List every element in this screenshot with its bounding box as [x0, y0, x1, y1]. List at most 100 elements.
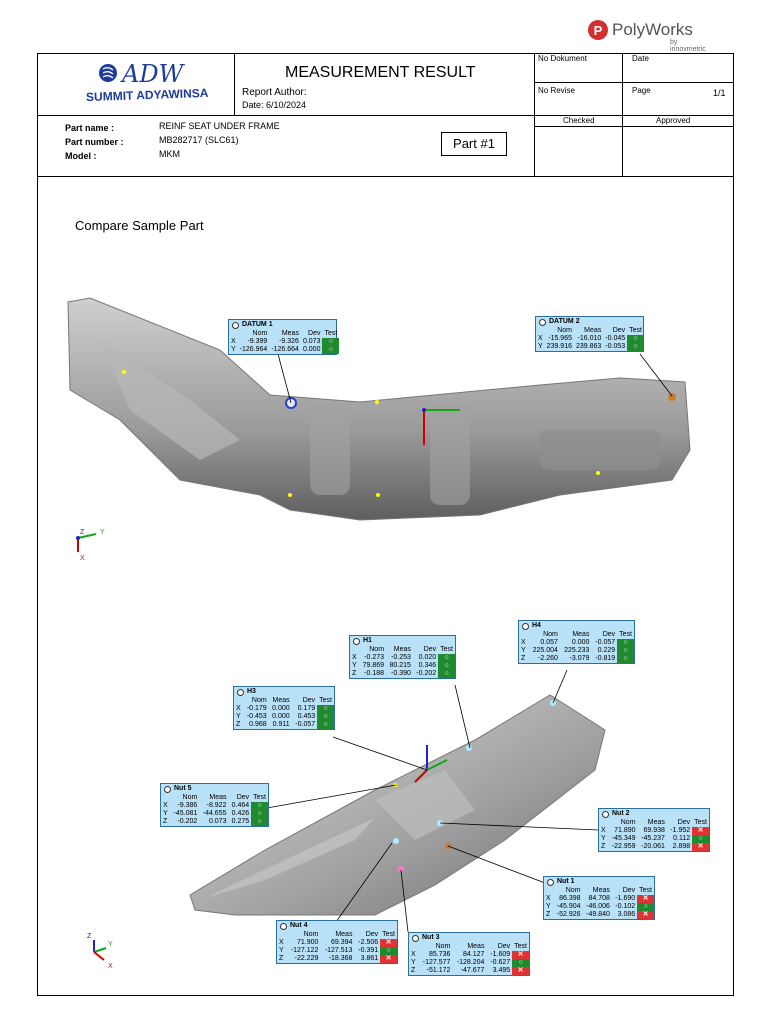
column-header: Meas	[281, 330, 299, 337]
page-label: Page	[632, 86, 651, 95]
column-header: Nom	[251, 697, 267, 704]
value-cell: -2.260	[538, 655, 558, 662]
adw-logo-icon: ADW	[99, 60, 186, 88]
pass-icon: ○	[322, 338, 340, 346]
column-header: Dev	[308, 330, 321, 337]
fail-icon: ✕	[512, 967, 529, 975]
value-cell: -2.506	[358, 939, 379, 946]
column-header: Test	[629, 327, 642, 334]
value-cell: 3.495	[492, 967, 511, 974]
value-cell: -9.326	[279, 338, 299, 345]
svg-text:Z: Z	[87, 933, 92, 940]
value-cell: 225.233	[564, 647, 590, 654]
report-frame: ADW SUMMIT ADYAWINSA MEASUREMENT RESULT …	[37, 53, 734, 996]
value-cell: -22.229	[294, 955, 319, 962]
value-cell: -51.172	[426, 967, 451, 974]
date-label: Date	[632, 54, 649, 63]
value-cell: -52.926	[556, 911, 581, 918]
value-cell: 0.000	[302, 346, 321, 353]
part-render-top	[67, 297, 691, 521]
column-header: Dev	[302, 697, 316, 704]
column-header: Nom	[620, 819, 636, 826]
feature-icon	[237, 688, 244, 696]
part-name-label: Part name :	[65, 123, 115, 133]
axis-label: Y	[279, 947, 284, 954]
value-cell: 71.890	[614, 827, 636, 834]
callout-row: Y-127.577-128.204-0.627○	[409, 959, 529, 967]
column-header: Dev	[423, 646, 437, 653]
pass-icon: ○	[438, 670, 455, 678]
fail-icon: ✕	[692, 827, 709, 835]
axis-label: X	[521, 639, 526, 646]
no-dokument-label: No Dokument	[538, 54, 587, 63]
value-cell: 0.000	[272, 713, 290, 720]
axis-label: Z	[163, 818, 168, 825]
value-cell: 0.464	[231, 802, 250, 809]
feature-icon	[522, 622, 529, 630]
callout-title: Nut 4	[277, 921, 397, 931]
callout-title: Nut 1	[544, 877, 654, 887]
value-cell: 0.112	[673, 835, 691, 842]
value-cell: -126.664	[271, 346, 299, 353]
value-cell: 0.020	[418, 654, 437, 661]
pass-icon: ○	[692, 835, 709, 843]
column-header: Test	[324, 330, 338, 337]
axis-label: Z	[411, 967, 416, 974]
value-cell: 0.000	[272, 705, 290, 712]
axis-triad-top: Z Y X	[76, 529, 105, 562]
axis-label: Z	[352, 670, 357, 677]
value-cell: -0.627	[490, 959, 511, 966]
polyworks-icon: P	[588, 20, 608, 40]
feature-icon	[539, 318, 546, 326]
pass-icon: ○	[617, 639, 634, 647]
feature-icon	[547, 878, 554, 886]
value-cell: 0.000	[571, 639, 590, 646]
value-cell: -0.202	[416, 670, 437, 677]
part-name: REINF SEAT UNDER FRAME	[159, 121, 280, 131]
value-cell: -9.399	[247, 338, 268, 345]
fail-icon: ✕	[380, 955, 397, 963]
part-render-bottom	[189, 694, 606, 916]
value-cell: -47.677	[460, 967, 485, 974]
axis-label: Z	[601, 843, 606, 850]
value-cell: 0.073	[302, 338, 321, 345]
svg-text:Y: Y	[108, 941, 113, 948]
value-cell: -16.010	[577, 335, 602, 342]
axis-label: Y	[352, 662, 357, 669]
value-cell: -0.391	[358, 947, 379, 954]
feature-icon	[353, 637, 360, 645]
value-cell: -44.655	[202, 810, 227, 817]
value-cell: 84.708	[588, 895, 610, 902]
column-header: Test	[639, 887, 652, 894]
part-number: MB282717 (SLC61)	[159, 135, 239, 145]
value-cell: -127.122	[290, 947, 319, 954]
value-cell: 69.394	[331, 939, 353, 946]
value-cell: -0.202	[177, 818, 198, 825]
axis-label: Y	[538, 343, 543, 350]
value-cell: -18.368	[328, 955, 353, 962]
callout-row: Z-0.188-0.390-0.202○	[350, 670, 455, 678]
value-cell: -1.690	[615, 895, 636, 902]
axis-label: Z	[521, 655, 526, 662]
value-cell: -46.006	[586, 903, 610, 910]
value-cell: 0.911	[272, 721, 290, 728]
value-cell: -0.057	[595, 639, 616, 646]
pass-icon: ○	[617, 647, 634, 655]
value-cell: 0.453	[297, 713, 316, 720]
